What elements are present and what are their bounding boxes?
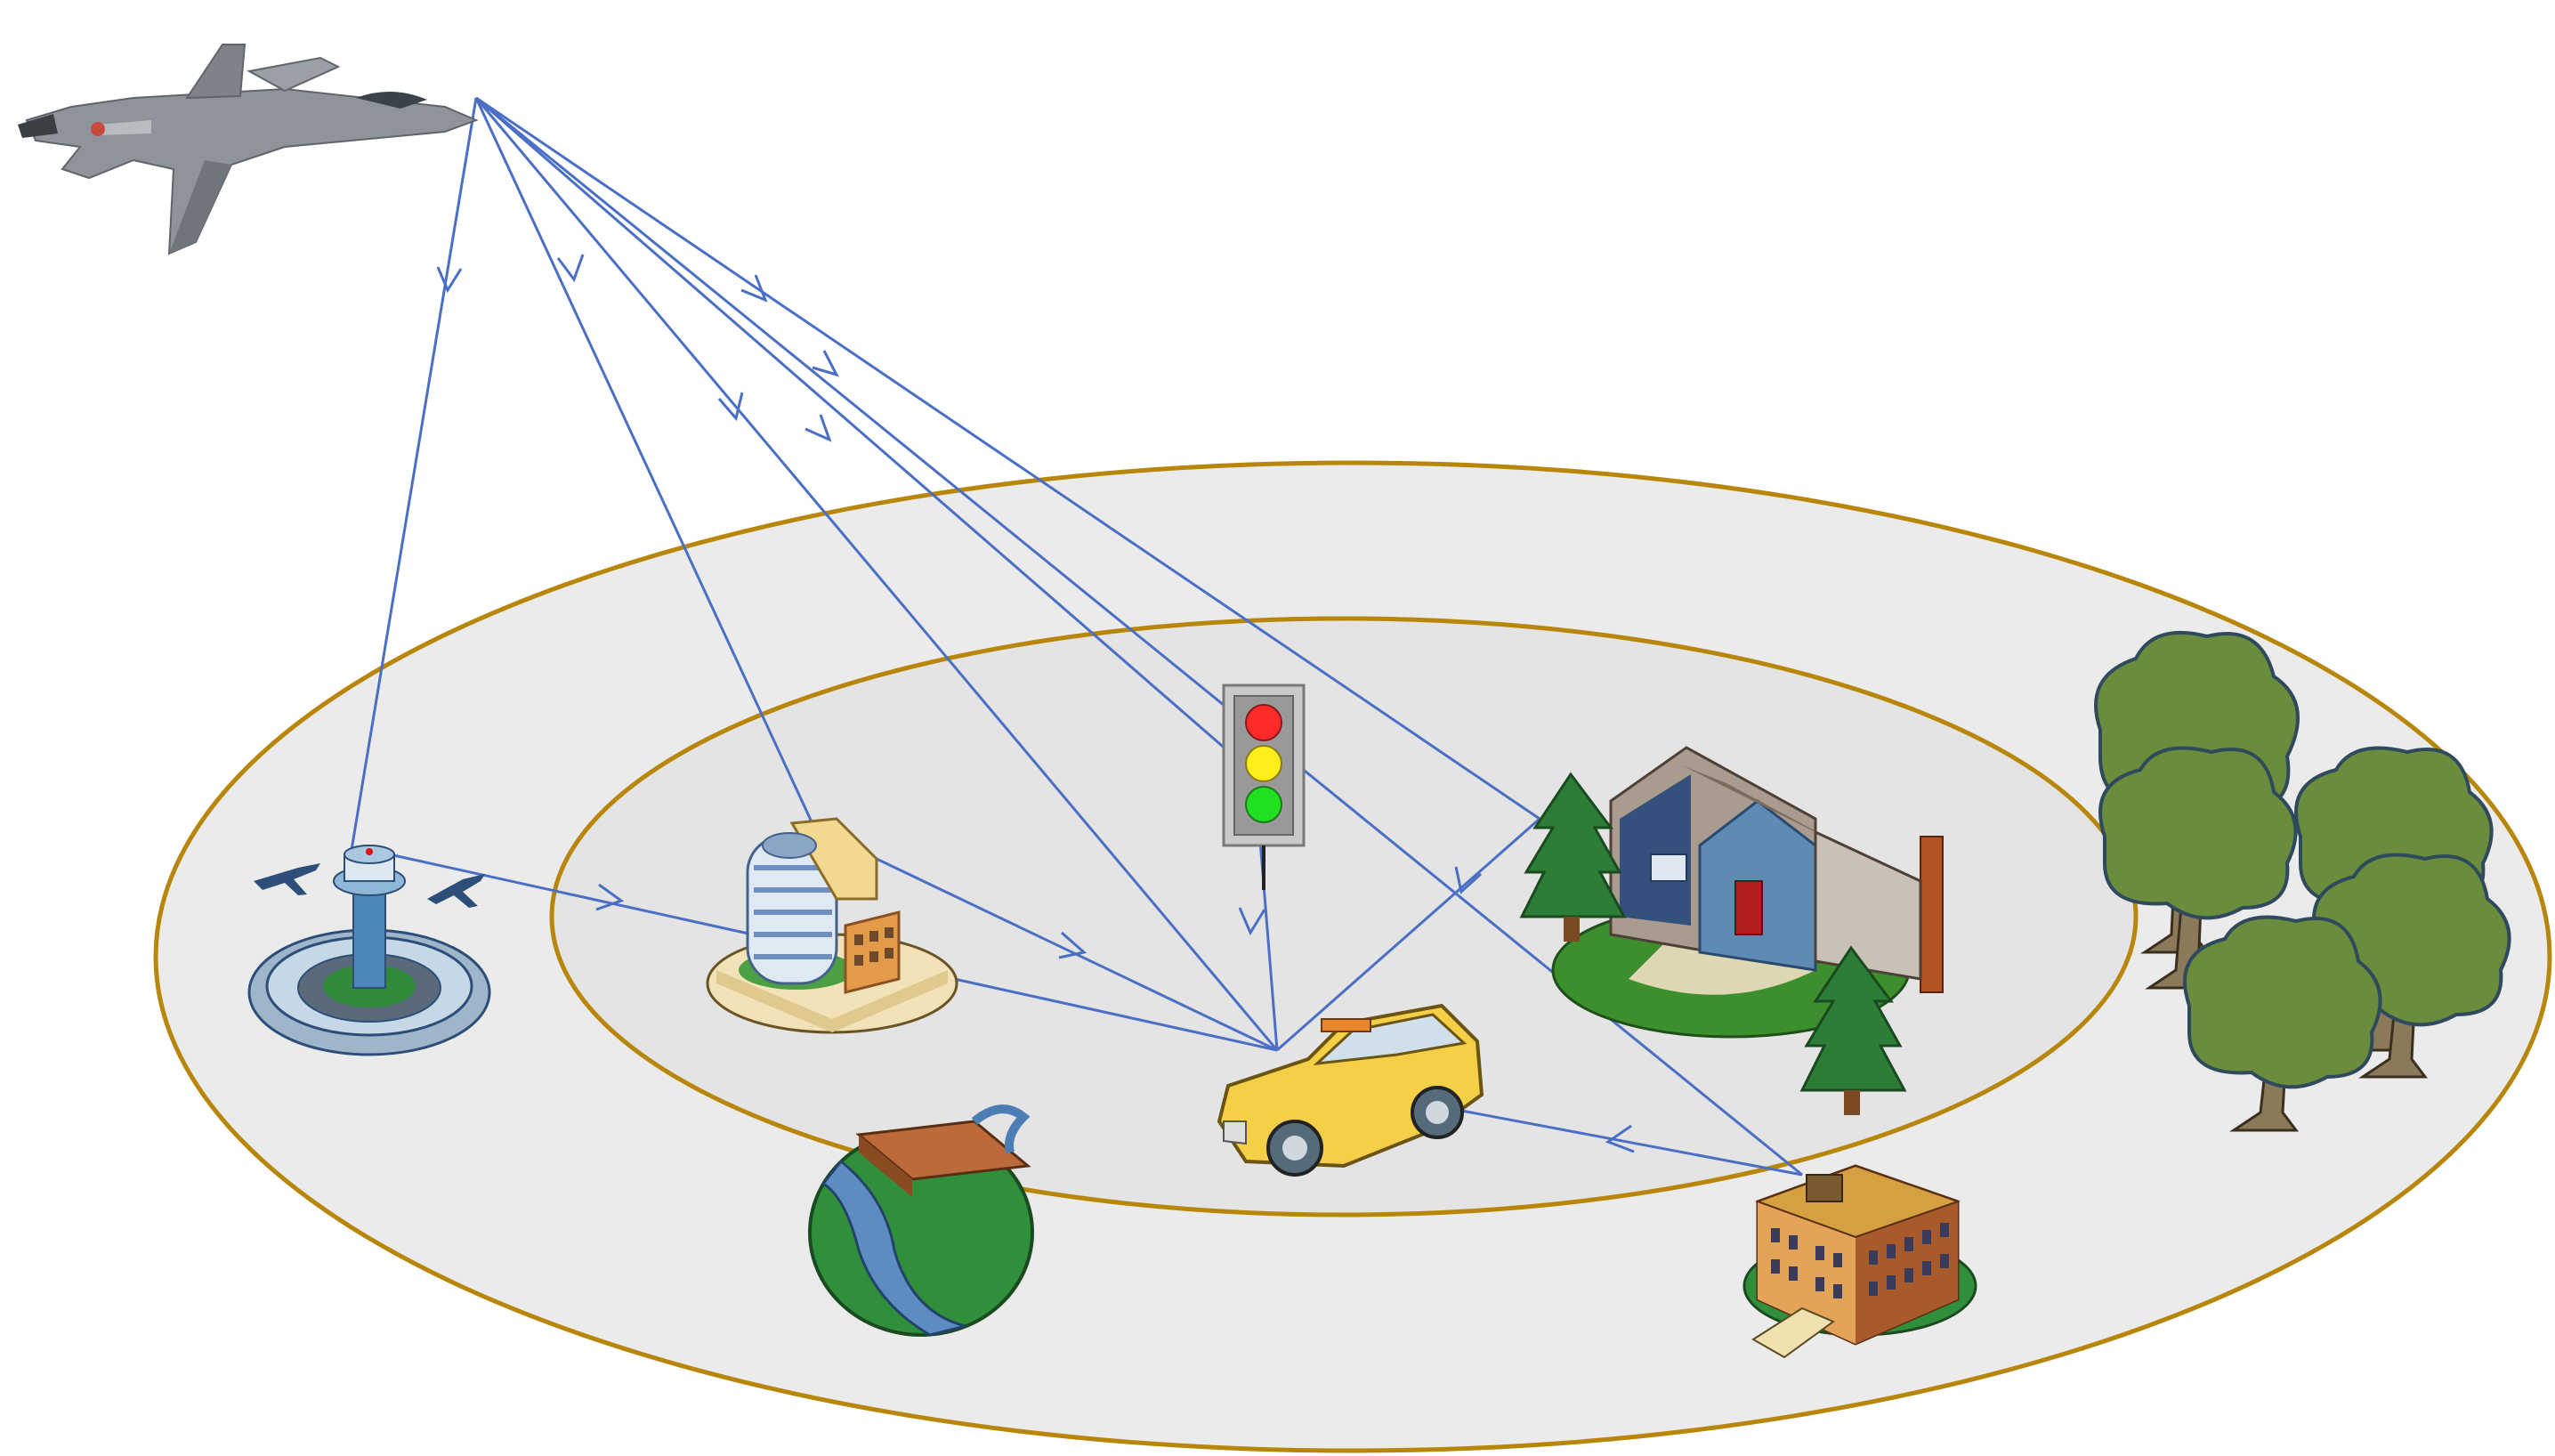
arrowhead: [740, 274, 768, 303]
arrowhead: [1454, 866, 1483, 894]
ray-jet-to-office: [474, 97, 816, 829]
ray-jet-to-car-direct: [474, 97, 1279, 1051]
inner-ring: [549, 616, 2139, 1217]
pine-tree-icon: [1519, 772, 1627, 942]
traffic-light-icon: [1222, 684, 1306, 890]
arrowhead: [595, 883, 625, 911]
taxi-car-icon: [1217, 1003, 1484, 1177]
ray-house-to-car: [1276, 817, 1540, 1052]
arrowhead: [1605, 1124, 1635, 1153]
office-building-icon: [706, 817, 958, 1034]
ray-jet-to-house: [475, 96, 1540, 821]
bridge-river-icon: [808, 1104, 1034, 1337]
brick-building-icon: [1742, 1164, 1977, 1359]
pine-tree-icon: [1799, 945, 1907, 1115]
arrowhead: [1238, 907, 1266, 936]
arrowhead: [805, 414, 832, 442]
arrowhead: [436, 266, 463, 294]
arrowhead: [556, 254, 585, 283]
house-icon: [1551, 746, 1944, 1039]
ray-jet-to-tower: [350, 97, 478, 851]
airport-control-tower-icon: [247, 845, 491, 1056]
arrowhead: [717, 392, 744, 422]
jet-aircraft-icon: [18, 44, 479, 255]
forest-trees-icon: [2094, 630, 2511, 1132]
ray-jet-to-traffic-light: [475, 96, 1256, 776]
arrowhead: [812, 350, 839, 377]
arrowhead: [1058, 931, 1087, 959]
